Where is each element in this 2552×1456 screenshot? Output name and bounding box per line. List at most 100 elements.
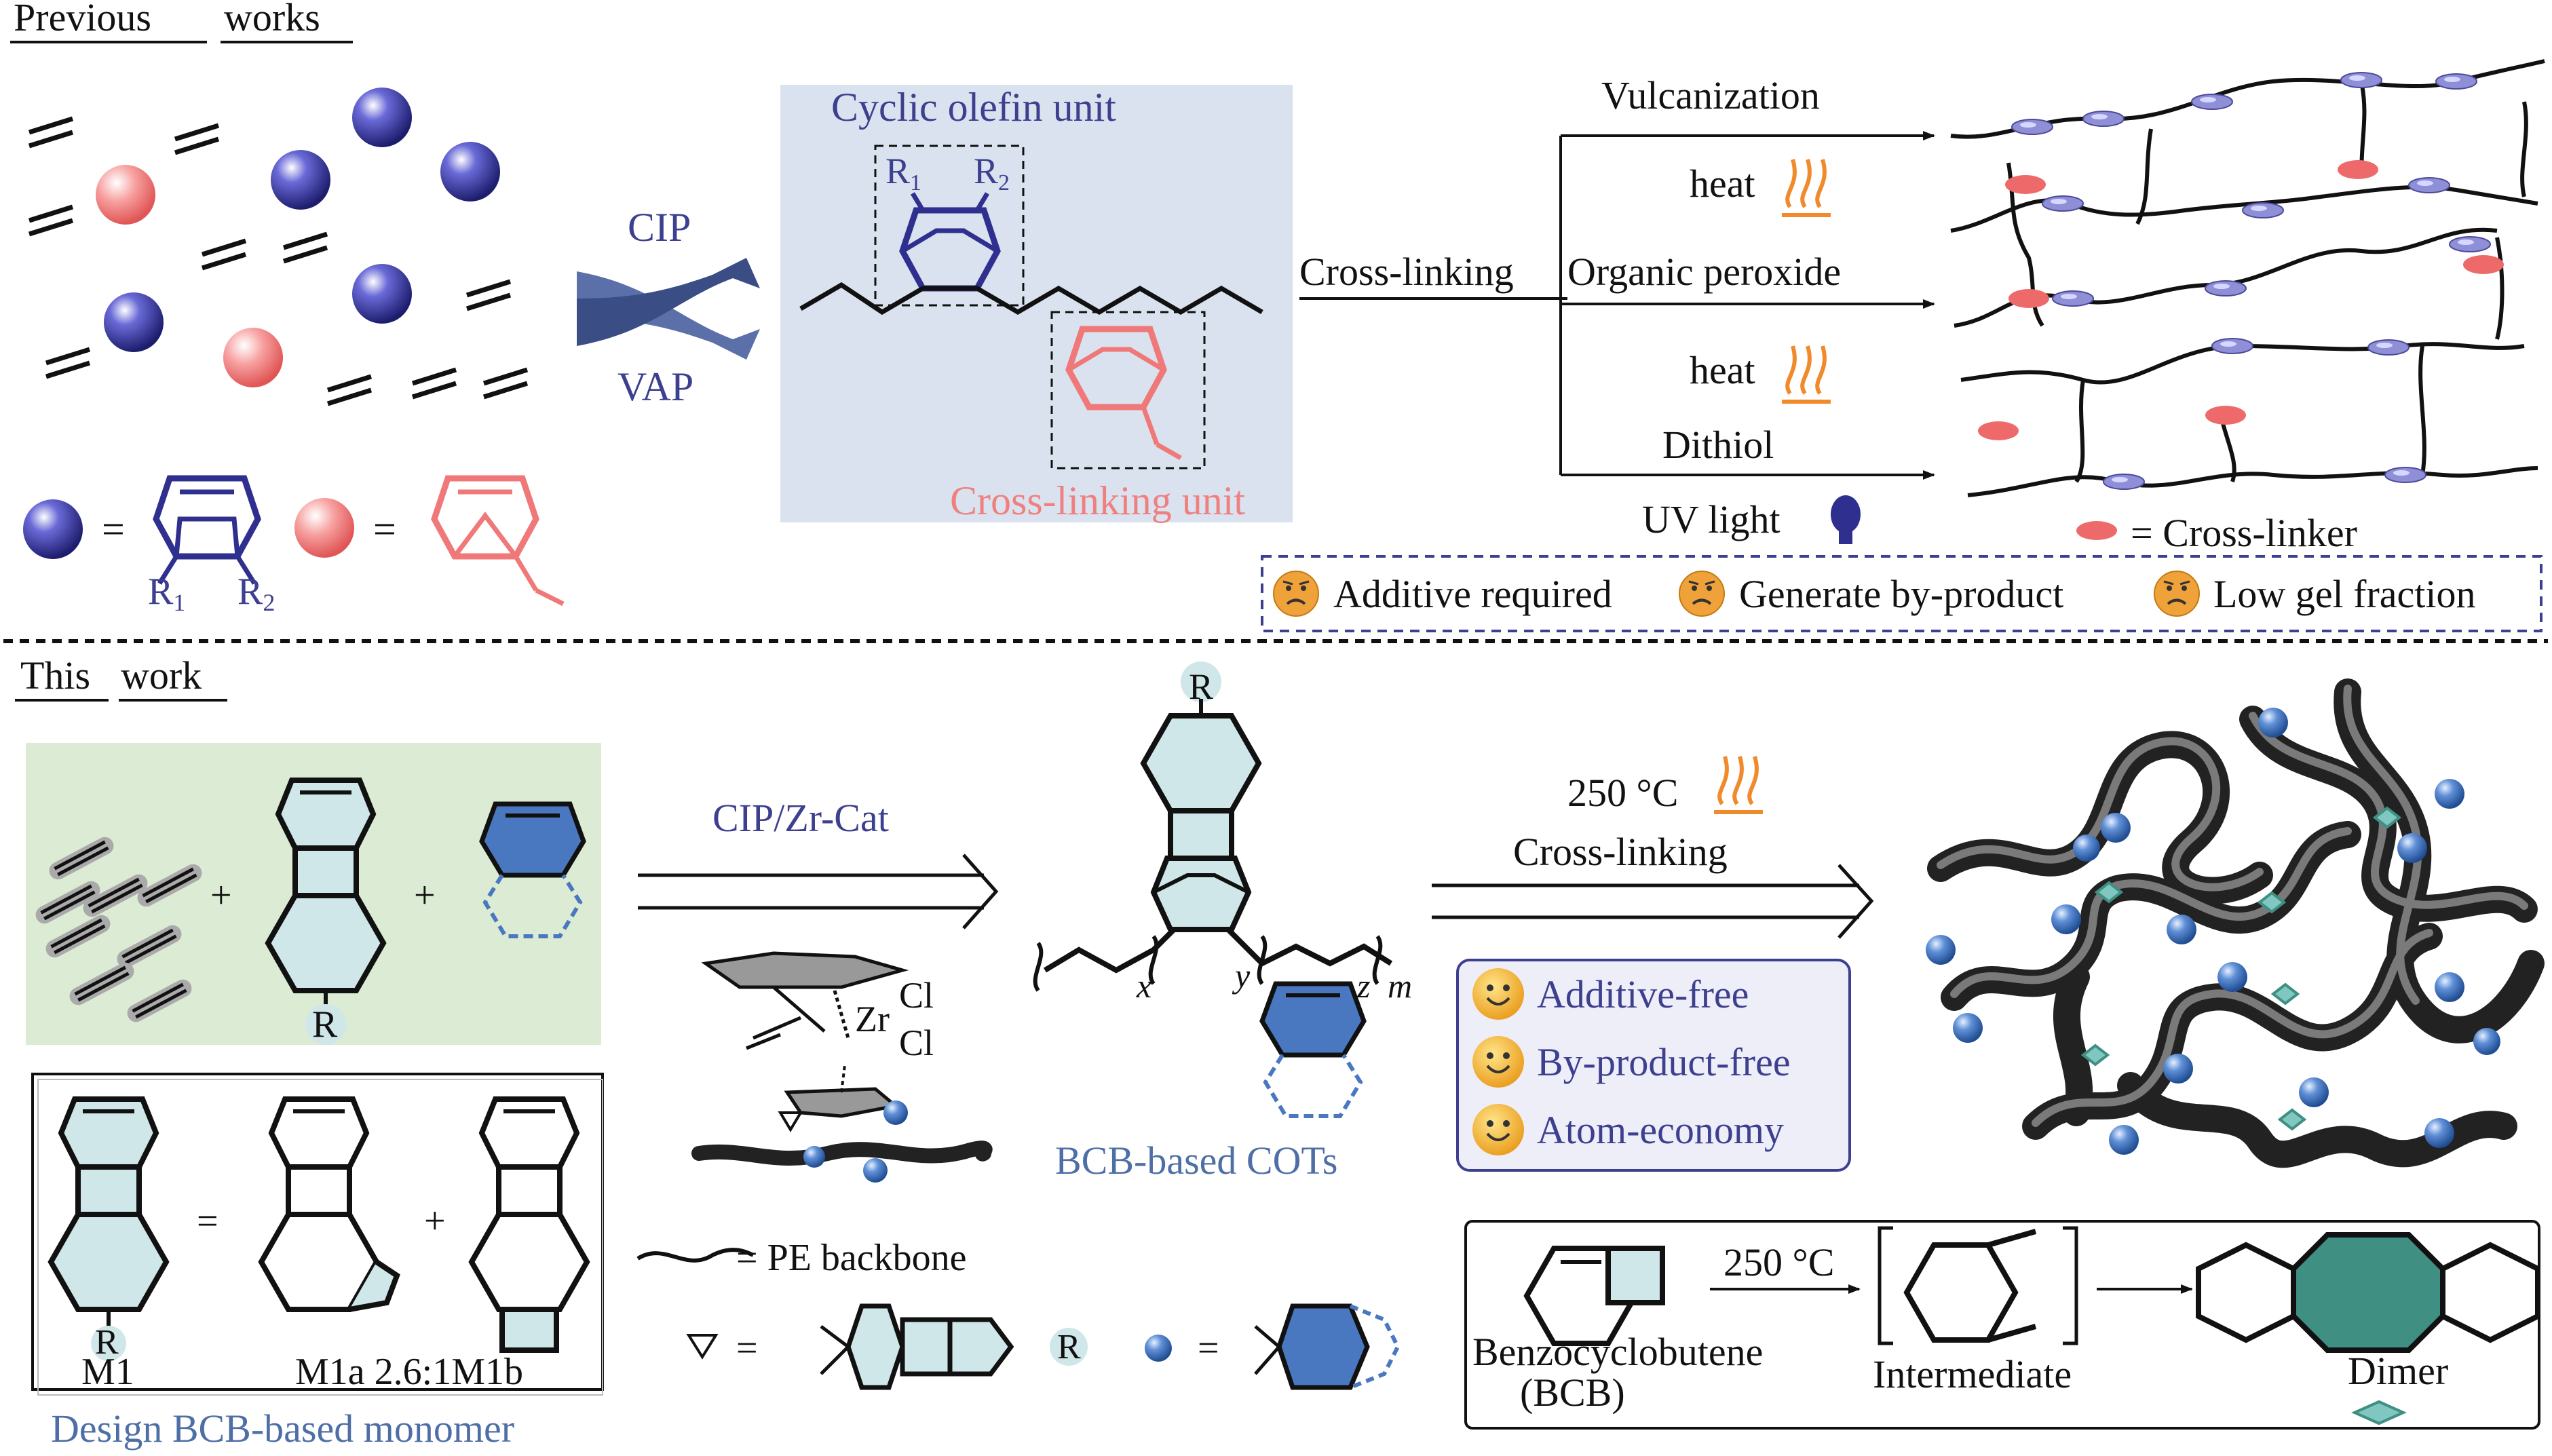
smile-icon-3 (1471, 1103, 1525, 1157)
network-teal-dimers (2080, 806, 2402, 1131)
blue-sphere-legend (23, 499, 83, 559)
pink-sphere-eq: = (373, 507, 396, 552)
dithiol-label: Dithiol (1662, 423, 1774, 467)
bcb-cots-label: BCB-based COTs (1055, 1138, 1337, 1183)
bcb-abbr-label: (BCB) (1520, 1371, 1625, 1415)
temp-label: 250 °C (1567, 771, 1678, 815)
dimer-label: Dimer (2348, 1349, 2448, 1393)
drawbacks-box (1261, 555, 2543, 632)
triangle-legend-structure (820, 1303, 1014, 1390)
ethylidene-norbornene-pink-icon (431, 475, 565, 607)
sphere-legend-icon (1145, 1335, 1172, 1362)
organic-peroxide-label: Organic peroxide (1567, 250, 1841, 294)
steel-norbornene-monomer (479, 801, 586, 938)
sub-z: z (1356, 967, 1370, 1005)
blue-sphere-eq: = (102, 507, 125, 552)
network-steel-spheres (1926, 708, 2500, 1155)
monomer-r-label: R (312, 1003, 338, 1046)
triangle-eq: = (736, 1327, 758, 1369)
dimer-structure (2196, 1232, 2540, 1353)
monomer-spheres (96, 88, 500, 387)
crosslinked-tube-network (1927, 678, 2545, 1168)
sub-y: y (1232, 957, 1251, 995)
intermediate-structure (1878, 1226, 2078, 1345)
r2-label: R2 (237, 571, 275, 616)
frown-icon-1 (1272, 570, 1320, 617)
polymer-norbornene-pink (1065, 326, 1182, 461)
previous-header-word1: Previous (14, 0, 151, 39)
design-caption: Design BCB-based monomer (51, 1406, 514, 1451)
cl-label-1: Cl (899, 975, 934, 1016)
cot-steel-norbornene (1259, 981, 1367, 1118)
m1-r-label: R (95, 1323, 119, 1362)
bcb-mechanism-box (1464, 1220, 2540, 1430)
frown-icon-2 (1678, 570, 1726, 617)
advantages-box (1456, 959, 1851, 1172)
cross-linker-legend: = Cross-linker (2131, 511, 2357, 555)
m1a-structure (258, 1096, 400, 1312)
cip-zr-cat-label: CIP/Zr-Cat (712, 796, 889, 840)
heat-label-1: heat (1690, 161, 1755, 206)
drawback-2: Generate by-product (1739, 572, 2063, 616)
triangle-marker-icon (778, 1111, 803, 1132)
advantage-1: Additive-free (1537, 972, 1749, 1016)
advantage-3: Atom-economy (1537, 1108, 1784, 1152)
uv-bulb-icon (1831, 495, 1861, 544)
norbornene-blue-icon (153, 475, 261, 585)
vulcanization-label: Vulcanization (1601, 73, 1820, 117)
advantage-2: By-product-free (1537, 1040, 1791, 1084)
sphere-legend-structure (1254, 1303, 1401, 1390)
cip-label: CIP (628, 205, 691, 250)
sub-x: x (1136, 967, 1151, 1005)
cot-backbone (1043, 927, 1393, 974)
cl-label-2: Cl (899, 1022, 934, 1063)
this-work-header-word2: work (121, 653, 202, 697)
panel-r1: R1 (885, 151, 921, 195)
pe-backbone-icon (636, 1248, 755, 1263)
triangle-r-label: R (1057, 1328, 1081, 1366)
bcb-structure (1523, 1246, 1665, 1346)
previous-header-word2: works (224, 0, 320, 39)
pink-sphere-legend (294, 498, 354, 558)
zr-catalyst-structure (701, 951, 909, 1118)
mech-temp-label: 250 °C (1723, 1240, 1834, 1284)
plus-2: + (414, 875, 436, 917)
m1-structure (47, 1096, 170, 1330)
heat-icon-1 (1782, 159, 1831, 215)
cip-vap-arrows (577, 258, 760, 360)
cot-r-label: R (1189, 666, 1213, 707)
benzocyclobutene-label: Benzocyclobutene (1472, 1330, 1763, 1374)
zr-label: Zr (855, 999, 890, 1039)
heat-icon-2 (1782, 346, 1831, 402)
ratio-label: M1a 2.6:1M1b (295, 1351, 523, 1393)
intermediate-label: Intermediate (1873, 1352, 2072, 1396)
bcb-norbornene-monomer (265, 778, 387, 1018)
plus-m1: + (424, 1200, 446, 1242)
vap-label: VAP (617, 364, 693, 409)
cross-linking-label-bottom: Cross-linking (1513, 830, 1728, 874)
sub-m: m (1388, 967, 1412, 1005)
triangle-legend-icon (686, 1334, 719, 1360)
uv-light-label: UV light (1642, 497, 1780, 541)
panel-r2: R2 (974, 151, 1010, 195)
sphere-eq: = (1198, 1327, 1219, 1369)
r1-label: R1 (148, 571, 185, 616)
cross-linking-label-top: Cross-linking (1299, 250, 1514, 294)
plus-1: + (210, 875, 232, 917)
m1b-structure (468, 1096, 590, 1353)
cross-linker-legend-oval (2076, 521, 2117, 540)
m1-eq: = (197, 1200, 218, 1242)
this-work-header-word1: This (20, 653, 90, 697)
dimer-icon (2351, 1400, 2407, 1425)
pe-chain-illustration (691, 1100, 993, 1183)
crosslinking-unit-label: Cross-linking unit (950, 478, 1245, 523)
cot-bcb-pendant (1140, 662, 1262, 932)
cyclic-olefin-unit-label: Cyclic olefin unit (831, 85, 1116, 130)
crosslinking-dashed-box (1050, 311, 1206, 470)
pe-backbone-label: = PE backbone (736, 1237, 967, 1279)
heat-icon-3 (1714, 756, 1763, 812)
drawback-3: Low gel fraction (2213, 572, 2476, 616)
smile-icon-1 (1471, 967, 1525, 1021)
frown-icon-3 (2153, 570, 2201, 617)
